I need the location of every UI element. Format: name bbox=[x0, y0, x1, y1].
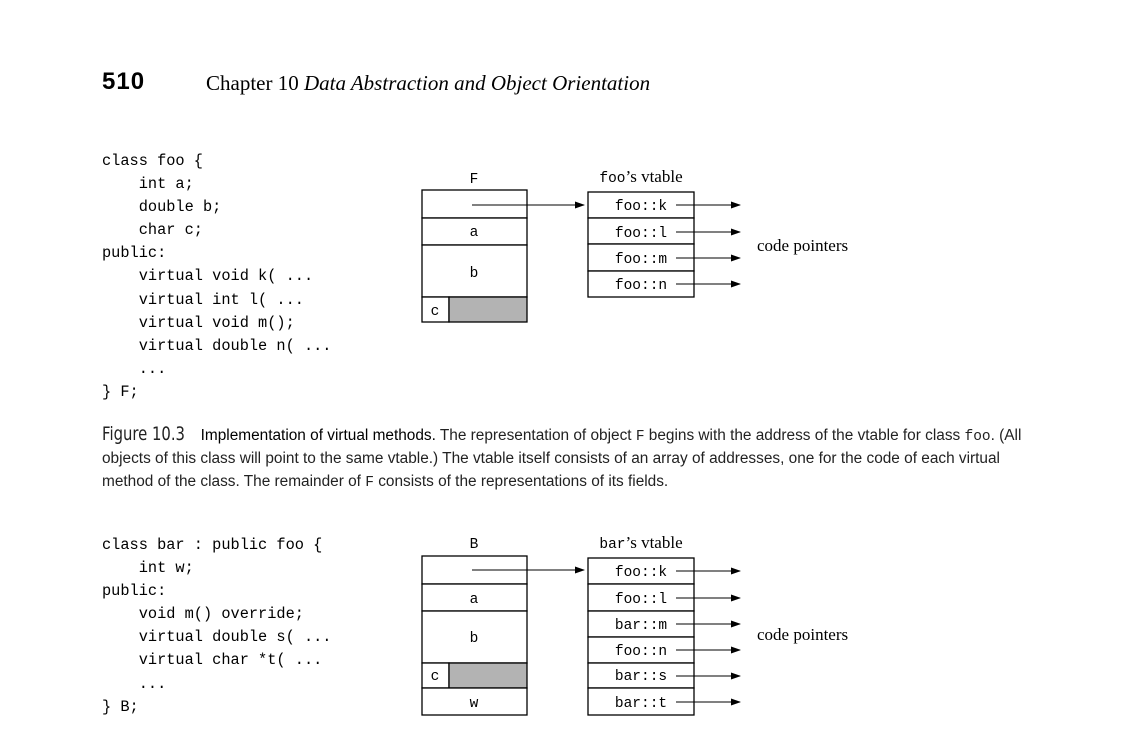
object-label: B bbox=[470, 537, 479, 553]
vtable-entry-m: foo::m bbox=[615, 252, 667, 268]
code-pointers-label: code pointers bbox=[757, 625, 848, 644]
caption-text-1: The representation of object bbox=[439, 427, 636, 444]
field-label-a: a bbox=[470, 592, 479, 608]
caption-text-3: . (All objects of this class will point … bbox=[102, 427, 1022, 490]
bar-vtable-diagram: bar’s vtable foo::k foo::l bar::m foo::n… bbox=[587, 533, 848, 716]
field-slot-a bbox=[421, 217, 528, 246]
foo-vtable-diagram: foo’s vtable foo::k foo::l foo::m foo::n… bbox=[587, 167, 848, 298]
padding-slot bbox=[448, 662, 528, 689]
vtable-entry-m: bar::m bbox=[615, 618, 667, 634]
field-slot-w bbox=[421, 687, 528, 716]
vtable-entry-t: bar::t bbox=[615, 696, 667, 712]
field-label-a: a bbox=[470, 225, 479, 241]
field-slot-b bbox=[421, 244, 528, 298]
foo-class-code: class foo { int a; double b; char c; pub… bbox=[102, 152, 332, 401]
figure-title: Implementation of virtual methods. bbox=[200, 427, 436, 444]
vtable-slot-l bbox=[587, 217, 695, 245]
vptr-slot bbox=[421, 189, 528, 219]
vtable-entry-n: foo::n bbox=[615, 278, 667, 294]
caption-code-2: foo bbox=[964, 429, 991, 445]
field-label-b: b bbox=[470, 266, 479, 282]
bar-object-diagram: B a b c w bbox=[421, 537, 585, 716]
vtable-label: foo’s vtable bbox=[599, 167, 682, 187]
field-slot-b bbox=[421, 610, 528, 664]
chapter-title: Data Abstraction and Object Orientation bbox=[303, 71, 651, 95]
field-slot-c bbox=[421, 662, 450, 689]
vtable-label-class: foo bbox=[599, 171, 625, 187]
caption-code-1: F bbox=[635, 429, 645, 445]
caption-code-3: F bbox=[365, 474, 374, 491]
vtable-slot-t bbox=[587, 687, 695, 716]
page-number: 510 bbox=[102, 68, 146, 95]
field-slot-a bbox=[421, 583, 528, 612]
vtable-entry-s: bar::s bbox=[615, 669, 667, 685]
caption-text-2: begins with the address of the vtable fo… bbox=[644, 427, 965, 444]
field-slot-c bbox=[421, 296, 450, 323]
vtable-entry-l: foo::l bbox=[615, 592, 667, 608]
foo-object-diagram: F a b c bbox=[421, 172, 585, 323]
field-label-c: c bbox=[431, 304, 440, 320]
vtable-entry-n: foo::n bbox=[615, 644, 667, 660]
figure-number: Figure 10.3 bbox=[102, 423, 185, 445]
bar-class-code: class bar : public foo { int w; public: … bbox=[102, 536, 332, 716]
field-label-b: b bbox=[470, 631, 479, 647]
vtable-entry-k: foo::k bbox=[615, 199, 667, 215]
chapter-heading: Chapter 10 Data Abstraction and Object O… bbox=[206, 71, 650, 96]
vtable-label-suffix: ’s vtable bbox=[625, 533, 682, 552]
vtable-label: bar’s vtable bbox=[599, 533, 682, 553]
padding-slot bbox=[448, 296, 528, 323]
code-pointers-label: code pointers bbox=[757, 236, 848, 255]
field-label-w: w bbox=[470, 696, 479, 712]
field-label-c: c bbox=[431, 669, 440, 685]
vtable-label-class: bar bbox=[599, 537, 625, 553]
caption-text-4: consists of the representations of its f… bbox=[373, 472, 669, 490]
vtable-entry-l: foo::l bbox=[615, 226, 667, 242]
figure-caption: Figure 10.3 Implementation of virtual me… bbox=[102, 423, 1032, 494]
object-label: F bbox=[470, 172, 479, 188]
chapter-label: Chapter 10 bbox=[206, 71, 299, 95]
vtable-label-suffix: ’s vtable bbox=[625, 167, 682, 186]
vtable-entry-k: foo::k bbox=[615, 565, 667, 581]
